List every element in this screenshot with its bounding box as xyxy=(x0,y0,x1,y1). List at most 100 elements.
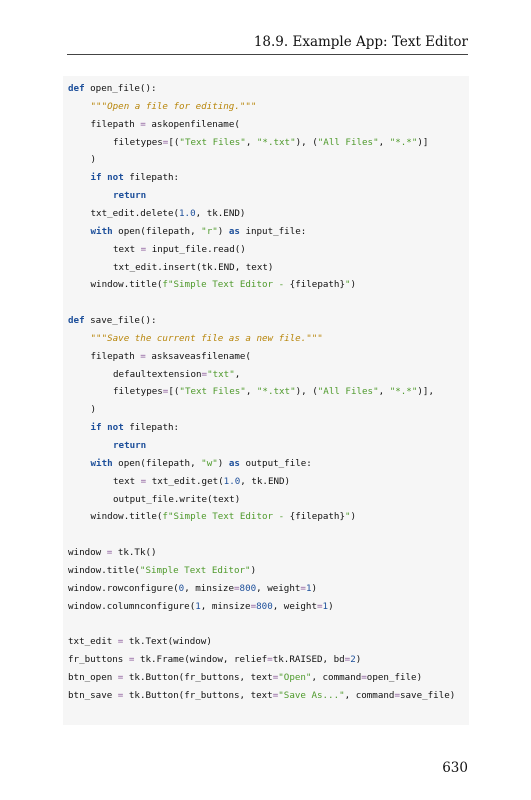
code-line: text = txt_edit.get(1.0, tk.END) xyxy=(113,475,290,489)
code-token: , weight xyxy=(272,600,317,612)
code-line: filetypes=[("Text Files", "*.txt"), ("Al… xyxy=(113,385,434,399)
code-token: , minsize xyxy=(184,582,234,594)
running-header: 18.9. Example App: Text Editor xyxy=(253,34,468,50)
code-token: output_file.write(text) xyxy=(113,493,241,505)
code-token: = xyxy=(117,672,124,684)
code-token: = xyxy=(140,243,147,255)
code-line: return xyxy=(113,439,146,453)
code-token: "txt" xyxy=(207,368,235,380)
code-token: return xyxy=(113,190,147,202)
code-token: ) xyxy=(217,225,229,237)
code-token: ), ( xyxy=(295,136,318,148)
code-token: {filepath} xyxy=(289,279,345,291)
code-line: if not filepath: xyxy=(91,171,180,185)
code-token: open(filepath, xyxy=(112,457,202,469)
code-token: if xyxy=(90,422,102,434)
code-token: def xyxy=(68,83,85,94)
code-token: = xyxy=(140,475,147,487)
code-line: window.title(f"Simple Text Editor - {fil… xyxy=(91,510,357,524)
code-token: ) xyxy=(217,457,229,469)
code-token: , xyxy=(245,386,257,398)
code-token: txt_edit.insert(tk.END, text) xyxy=(113,261,274,273)
code-token: = xyxy=(317,600,323,612)
code-token: """Open a file for editing.""" xyxy=(90,100,257,112)
code-token: 800 xyxy=(256,600,273,612)
code-token: if xyxy=(90,172,102,184)
code-token: tk.Text(window) xyxy=(123,636,212,648)
code-token: txt_edit xyxy=(68,636,118,648)
code-token: tk.Button(fr_buttons, text xyxy=(123,672,273,684)
code-token: text xyxy=(113,243,141,255)
code-token: window.rowconfigure( xyxy=(68,582,179,594)
code-line: ) xyxy=(91,403,97,417)
code-token: 1 xyxy=(322,600,329,612)
code-token: ), ( xyxy=(295,386,318,398)
code-token: output_file: xyxy=(239,457,312,469)
code-token: "Text Files" xyxy=(179,136,246,148)
code-token: = xyxy=(267,654,273,666)
code-token: f"Simple Text Editor - xyxy=(162,511,290,523)
code-token: = xyxy=(233,582,240,594)
code-token: as xyxy=(228,457,240,469)
code-token: "Simple Text Editor" xyxy=(139,564,251,576)
code-token: , tk.END) xyxy=(240,475,291,487)
code-token: , command xyxy=(344,689,395,701)
code-line: window.rowconfigure(0, minsize=800, weig… xyxy=(68,582,317,596)
code-token: ) xyxy=(328,600,334,612)
code-token: window.title( xyxy=(90,511,163,523)
code-token: , xyxy=(234,368,241,380)
code-line: txt_edit.delete(1.0, tk.END) xyxy=(91,207,246,221)
code-line: filetypes=[("Text Files", "*.txt"), ("Al… xyxy=(113,136,428,150)
code-line: window.columnconfigure(1, minsize=800, w… xyxy=(68,600,334,614)
code-token: btn_save xyxy=(68,689,118,701)
code-token: = xyxy=(140,350,146,362)
code-token: input_file.read() xyxy=(146,243,246,255)
code-token: tk.Button(fr_buttons, text xyxy=(123,689,273,701)
code-line: defaultextension="txt", xyxy=(113,368,240,382)
code-token: ) xyxy=(311,582,318,594)
code-token: "Text Files" xyxy=(179,386,246,398)
code-token: = xyxy=(272,689,279,701)
code-token: window.columnconfigure( xyxy=(68,600,196,612)
code-token: , xyxy=(378,136,390,148)
page-number: 630 xyxy=(442,760,468,776)
code-token: = xyxy=(394,689,400,701)
code-token: filetypes xyxy=(113,136,163,148)
code-token: = xyxy=(272,672,279,684)
code-block: def open_file(): """Open a file for editi… xyxy=(63,76,469,725)
code-token: = xyxy=(162,386,169,398)
code-line: """Save the current file as a new file."… xyxy=(91,332,323,346)
code-token: f"Simple Text Editor - xyxy=(162,279,290,291)
code-token: open(filepath, xyxy=(112,225,202,237)
code-token: 1.0 xyxy=(179,207,196,219)
code-token: tk.RAISED, bd xyxy=(272,654,345,666)
code-line: ) xyxy=(91,153,97,167)
code-token: = xyxy=(117,636,124,648)
code-token: with xyxy=(90,225,113,237)
code-token: input_file: xyxy=(239,225,307,237)
code-token: txt_edit.delete( xyxy=(90,207,180,219)
code-token: open_file) xyxy=(366,672,423,684)
code-token: "*.*" xyxy=(389,386,418,398)
code-token: filepath: xyxy=(123,172,180,184)
code-token: "All Files" xyxy=(317,136,379,148)
code-token: = xyxy=(106,547,113,559)
code-token: filetypes xyxy=(113,386,163,398)
code-line: filepath = asksaveasfilename( xyxy=(91,350,251,364)
code-token: "*.txt" xyxy=(256,136,296,148)
code-token: , weight xyxy=(256,582,301,594)
code-line: if not filepath: xyxy=(91,421,180,435)
code-token: = xyxy=(344,654,351,666)
code-token: save_file) xyxy=(399,689,456,701)
code-token: "*.txt" xyxy=(256,386,296,398)
code-token: open_file(): xyxy=(84,83,157,94)
code-token: {filepath} xyxy=(289,511,345,523)
code-line: return xyxy=(113,189,146,203)
code-token: , xyxy=(245,136,257,148)
code-token: text xyxy=(113,475,141,487)
code-token: 0 xyxy=(178,582,185,594)
code-token: "All Files" xyxy=(317,386,379,398)
code-token: )], xyxy=(417,386,434,398)
code-token: tk.Frame(window, relief xyxy=(134,654,268,666)
code-token: """Save the current file as a new file."… xyxy=(90,332,323,344)
